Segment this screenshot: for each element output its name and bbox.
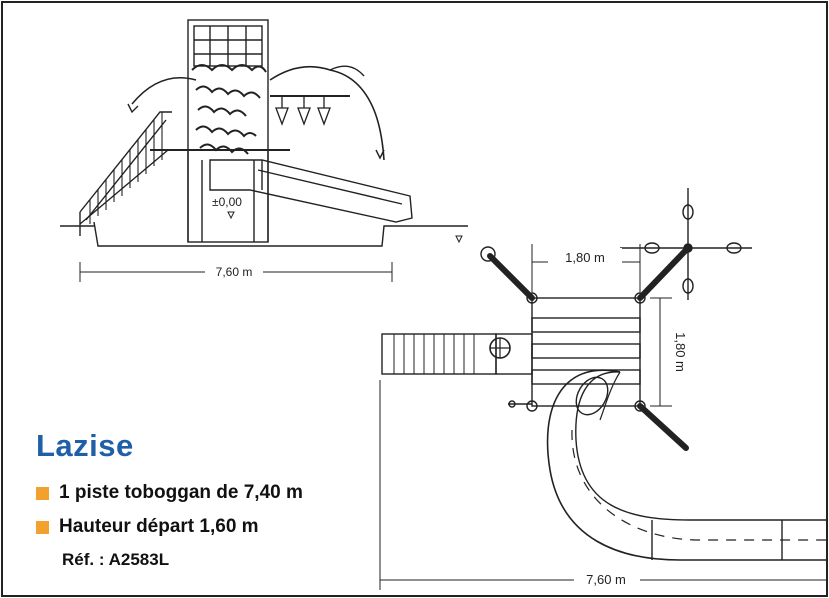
- feature-text: Hauteur départ 1,60 m: [59, 516, 259, 537]
- feature-item: Hauteur départ 1,60 m: [36, 516, 259, 538]
- plan-top-dimension: 1,80 m: [565, 250, 605, 265]
- reference-code: Réf. : A2583L: [62, 550, 170, 569]
- feature-item: 1 piste toboggan de 7,40 m: [36, 482, 303, 504]
- plan-width-dimension: 7,60 m: [586, 572, 626, 587]
- product-title: Lazise: [36, 428, 134, 463]
- level-label: ±0,00: [212, 195, 242, 209]
- square-bullet-icon: [36, 520, 49, 534]
- square-bullet-icon: [36, 486, 49, 500]
- side-width-dimension: 7,60 m: [216, 265, 253, 279]
- plan-side-dimension: 1,80 m: [673, 332, 688, 372]
- side-elevation-drawing: [60, 19, 468, 282]
- feature-text: 1 piste toboggan de 7,40 m: [59, 482, 303, 503]
